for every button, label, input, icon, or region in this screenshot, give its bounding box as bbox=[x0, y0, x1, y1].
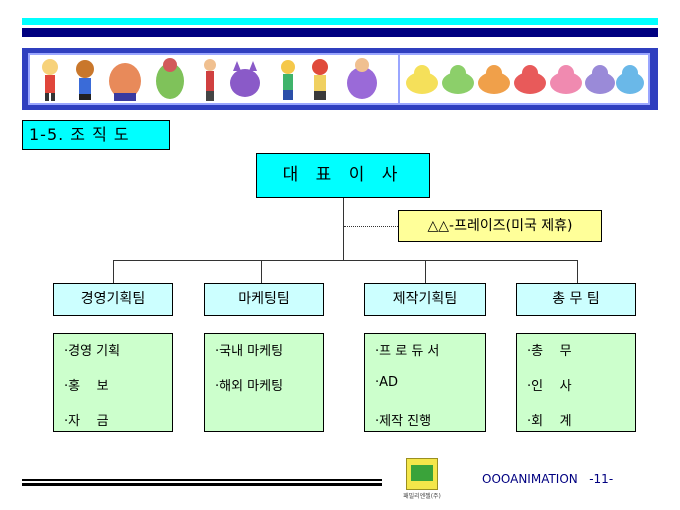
footer-rule-thin bbox=[22, 479, 382, 481]
header-navy-bar bbox=[22, 28, 658, 37]
duty-box-general-affairs: ·총 무 ·인 사 ·회 계 bbox=[516, 333, 636, 432]
character-banner-left-panel bbox=[28, 53, 401, 105]
team-branch-line bbox=[113, 260, 578, 261]
animal-green bbox=[442, 65, 474, 94]
character-big-man bbox=[109, 63, 141, 101]
duty-item: ·홍 보 bbox=[64, 379, 109, 394]
animal-pink bbox=[550, 65, 582, 94]
partner-box: △△-프레이즈(미국 제휴) bbox=[398, 210, 602, 242]
character-woman bbox=[156, 58, 184, 99]
team-drop-line-2 bbox=[261, 260, 262, 283]
duty-box-marketing: ·국내 마케팅 ·해외 마케팅 bbox=[204, 333, 324, 432]
logo-mark bbox=[411, 465, 433, 481]
duty-item: ·경영 기획 bbox=[64, 344, 121, 359]
animal-characters-illustration bbox=[406, 65, 644, 94]
animal-yellow bbox=[406, 65, 438, 94]
character-red-guy bbox=[312, 59, 328, 100]
team-box-management: 경영기획팀 bbox=[53, 283, 173, 316]
character-banner-right-panel bbox=[398, 53, 650, 105]
animal-purple bbox=[585, 65, 615, 94]
duty-box-production: ·프 로 듀 서 ·AD ·제작 진행 bbox=[364, 333, 486, 432]
duty-item: ·AD bbox=[375, 375, 399, 390]
character-girl bbox=[42, 59, 58, 101]
team-drop-line-3 bbox=[425, 260, 426, 283]
duty-item: ·해외 마케팅 bbox=[215, 379, 284, 394]
duty-item: ·제작 진행 bbox=[375, 414, 432, 429]
ceo-box: 대 표 이 사 bbox=[256, 153, 430, 198]
character-kid bbox=[281, 60, 295, 100]
duty-item: ·회 계 bbox=[527, 414, 572, 429]
section-title: 1-5. 조 직 도 bbox=[22, 120, 170, 150]
duty-item: ·프 로 듀 서 bbox=[375, 344, 440, 359]
company-logo-icon bbox=[406, 458, 438, 490]
partner-dotted-connector bbox=[344, 226, 398, 227]
footer-page-label: OOOANIMATION -11- bbox=[482, 472, 614, 486]
team-box-production: 제작기획팀 bbox=[364, 283, 486, 316]
animal-blue bbox=[616, 65, 644, 94]
team-box-general-affairs: 총 무 팀 bbox=[516, 283, 636, 316]
animal-orange bbox=[478, 65, 510, 94]
duty-item: ·자 금 bbox=[64, 414, 109, 429]
character-boy bbox=[76, 60, 94, 100]
footer-rule-thick bbox=[22, 483, 382, 486]
header-cyan-bar bbox=[22, 18, 658, 25]
character-thin-man bbox=[204, 59, 216, 101]
duty-item: ·총 무 bbox=[527, 344, 572, 359]
team-box-marketing: 마케팅팀 bbox=[204, 283, 324, 316]
logo-caption: 패밀리엔젤(주) bbox=[403, 493, 441, 500]
team-drop-line-4 bbox=[577, 260, 578, 283]
character-cat bbox=[230, 61, 260, 97]
cartoon-characters-illustration bbox=[42, 58, 377, 101]
ceo-trunk-line bbox=[343, 198, 344, 260]
team-drop-line-1 bbox=[113, 260, 114, 283]
duty-item: ·인 사 bbox=[527, 379, 572, 394]
duty-item: ·국내 마케팅 bbox=[215, 344, 284, 359]
duty-box-management: ·경영 기획 ·홍 보 ·자 금 bbox=[53, 333, 173, 432]
animal-red bbox=[514, 65, 546, 94]
character-purple-man bbox=[347, 58, 377, 99]
